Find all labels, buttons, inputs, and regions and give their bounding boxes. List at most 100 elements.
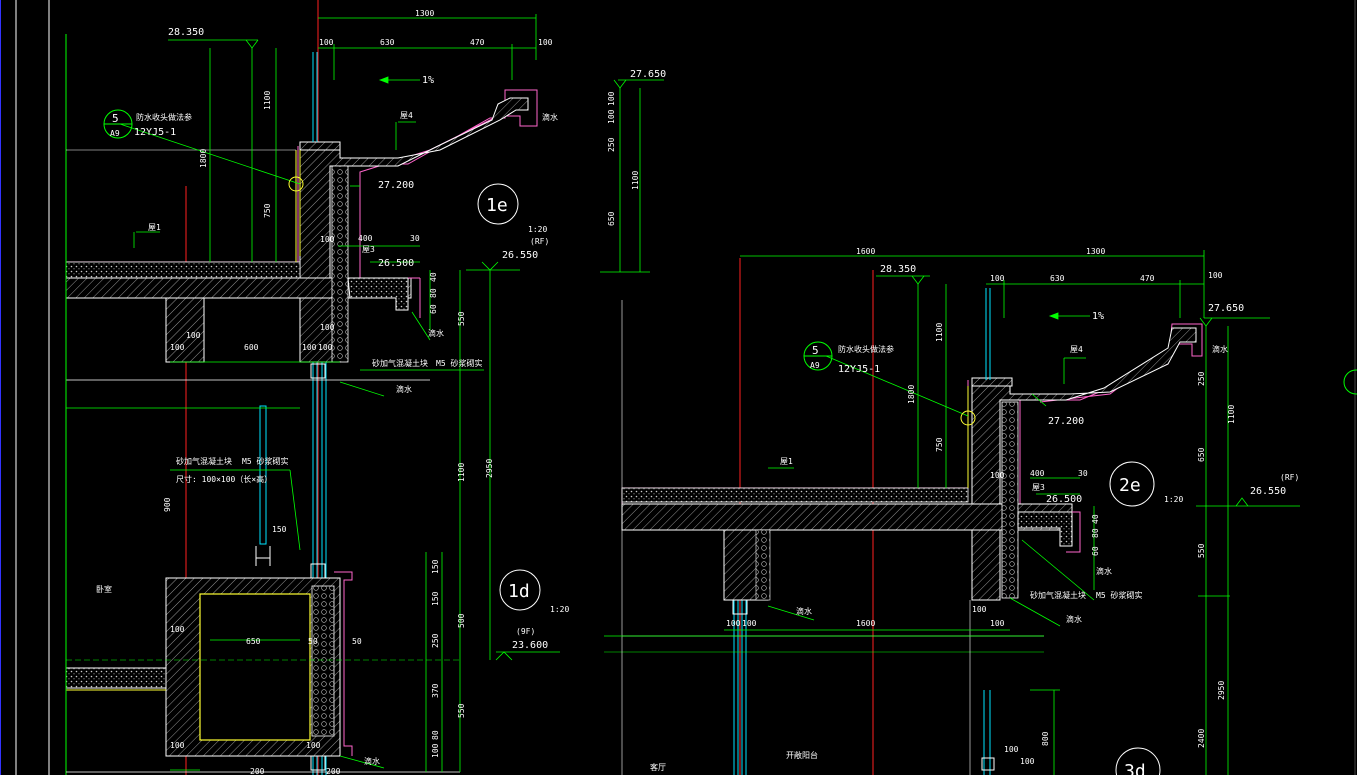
right-drip-3: 滴水	[1066, 614, 1082, 624]
left-v-80b: 80	[429, 288, 438, 298]
left-d-100g: 100	[170, 625, 185, 634]
right-slab-elevation: 26.500	[1046, 494, 1082, 505]
right-parapet-concrete	[971, 327, 1197, 601]
left-v-60: 60	[429, 304, 438, 314]
left-detail-scale-2: 1:20	[550, 605, 569, 614]
right-dimension-lines	[604, 250, 1300, 775]
middle-v-250: 250	[607, 137, 616, 152]
right-top-elevation: 28.350	[880, 264, 916, 275]
left-parapet-elevation: 27.200	[378, 180, 414, 191]
left-d-100d: 100	[302, 343, 317, 352]
left-dim-seg-1: 100	[319, 38, 334, 47]
left-detail-id-2: 1d	[508, 581, 530, 602]
left-ref-atlas: 12YJ5-1	[134, 127, 176, 138]
left-d-400: 400	[358, 234, 373, 243]
left-ref-num: 5	[112, 112, 119, 125]
right-dim-total: 1300	[1086, 247, 1105, 256]
right-drip-1: 滴水	[1212, 344, 1228, 354]
right-layer4: 屋4	[1070, 345, 1083, 354]
right-v-1100b: 1100	[935, 323, 944, 342]
right-d-100d: 100	[972, 605, 987, 614]
left-layer3: 屋3	[362, 245, 375, 254]
right-d-100f: 100	[1004, 745, 1019, 754]
left-opening-size: 尺寸: 100×100（长×高）	[176, 474, 272, 484]
right-top-right-elevation: 27.650	[1208, 303, 1244, 314]
left-v-750: 750	[263, 203, 272, 218]
right-dim-seg-2: 630	[1050, 274, 1065, 283]
right-room-1: 客厅	[650, 762, 666, 772]
left-parapet-cap	[299, 141, 341, 151]
left-mortar-note: M5 砂浆砌实	[436, 358, 482, 368]
right-d-100g: 100	[1020, 757, 1035, 766]
left-d-200b: 200	[326, 767, 341, 775]
left-v-1800: 1800	[199, 149, 208, 168]
right-ref-num: 5	[812, 344, 819, 357]
left-rf-label: (RF)	[530, 237, 549, 246]
right-d-100e: 100	[990, 619, 1005, 628]
left-detail-scale: 1:20	[528, 225, 547, 234]
middle-v-650: 650	[607, 211, 616, 226]
left-dim-total: 1300	[415, 9, 434, 18]
left-d-200: 200	[250, 767, 265, 775]
right-rf-elevation: 26.550	[1250, 486, 1286, 497]
left-d-30: 30	[410, 234, 420, 243]
right-d-100c: 100	[742, 619, 757, 628]
left-d-550: 550	[457, 311, 466, 326]
right-ref-sub: A9	[810, 361, 820, 370]
left-detail	[65, 34, 538, 775]
left-rf-elevation: 26.550	[502, 250, 538, 261]
right-detail-id: 2e	[1119, 475, 1141, 496]
right-mortar-note: M5 砂浆砌实	[1096, 590, 1142, 600]
right-drip-2: 滴水	[1096, 566, 1112, 576]
right-window-frame	[733, 288, 991, 775]
right-v-60: 60	[1091, 546, 1100, 556]
left-v-250: 250	[431, 633, 440, 648]
right-v-40: 40	[1091, 514, 1100, 524]
middle-v-100a: 100	[607, 91, 616, 106]
left-parapet-concrete	[299, 97, 529, 281]
right-v-1800: 1800	[907, 385, 916, 404]
middle-v-1100: 1100	[631, 171, 640, 190]
right-drip-4: 滴水	[796, 606, 812, 616]
left-d-100f: 100	[320, 323, 335, 332]
left-v-1100b: 1100	[457, 463, 466, 482]
left-ref-title: 防水收头做法参	[136, 112, 192, 122]
left-v-900: 900	[163, 497, 172, 512]
left-v-80: 80	[431, 730, 440, 740]
middle-elevation: 27.650	[630, 69, 666, 80]
right-d-100a: 100	[990, 471, 1005, 480]
right-roof-insulation	[621, 487, 969, 503]
right-rf-label: (RF)	[1280, 473, 1299, 482]
right-v-800: 800	[1041, 731, 1050, 746]
right-d-400: 400	[1030, 469, 1045, 478]
left-beam-1	[165, 297, 205, 363]
right-d-30: 30	[1078, 469, 1088, 478]
left-slope: 1%	[422, 75, 434, 86]
left-v-1100: 1100	[263, 91, 272, 110]
right-detail-markers	[803, 341, 1357, 775]
left-drip-3: 滴水	[428, 328, 444, 338]
right-ref-atlas: 12YJ5-1	[838, 364, 880, 375]
right-dim-seg-1: 100	[990, 274, 1005, 283]
right-wall-note: 砂加气混凝土块	[1030, 590, 1086, 600]
right-roof-slab	[621, 503, 1073, 531]
right-layer1: 屋1	[780, 457, 793, 466]
left-v-150b: 150	[431, 591, 440, 606]
right-parapet-finish	[621, 323, 1203, 505]
left-v-100: 100	[431, 743, 440, 758]
right-detail-id-2: 3d	[1124, 761, 1146, 775]
right-detail-scale: 1:20	[1164, 495, 1183, 504]
left-lower-slab	[65, 667, 167, 689]
left-labels: 28.350 1300 100 630 470 100 1% 5 A9 防水收头…	[96, 9, 569, 775]
left-d-50b: 50	[352, 637, 362, 646]
left-detail-id: 1e	[486, 195, 508, 216]
middle-labels: 27.650 100 100 250 1100 650	[607, 69, 666, 226]
left-d-50: 50	[308, 637, 318, 646]
left-d-100i: 100	[306, 741, 321, 750]
middle-dimension	[600, 79, 664, 273]
right-dim-seg-4: 100	[1208, 271, 1223, 280]
right-labels: 28.350 1600 1300 100 630 470 100 1% 5 A9…	[650, 247, 1299, 775]
right-v-550: 550	[1197, 543, 1206, 558]
